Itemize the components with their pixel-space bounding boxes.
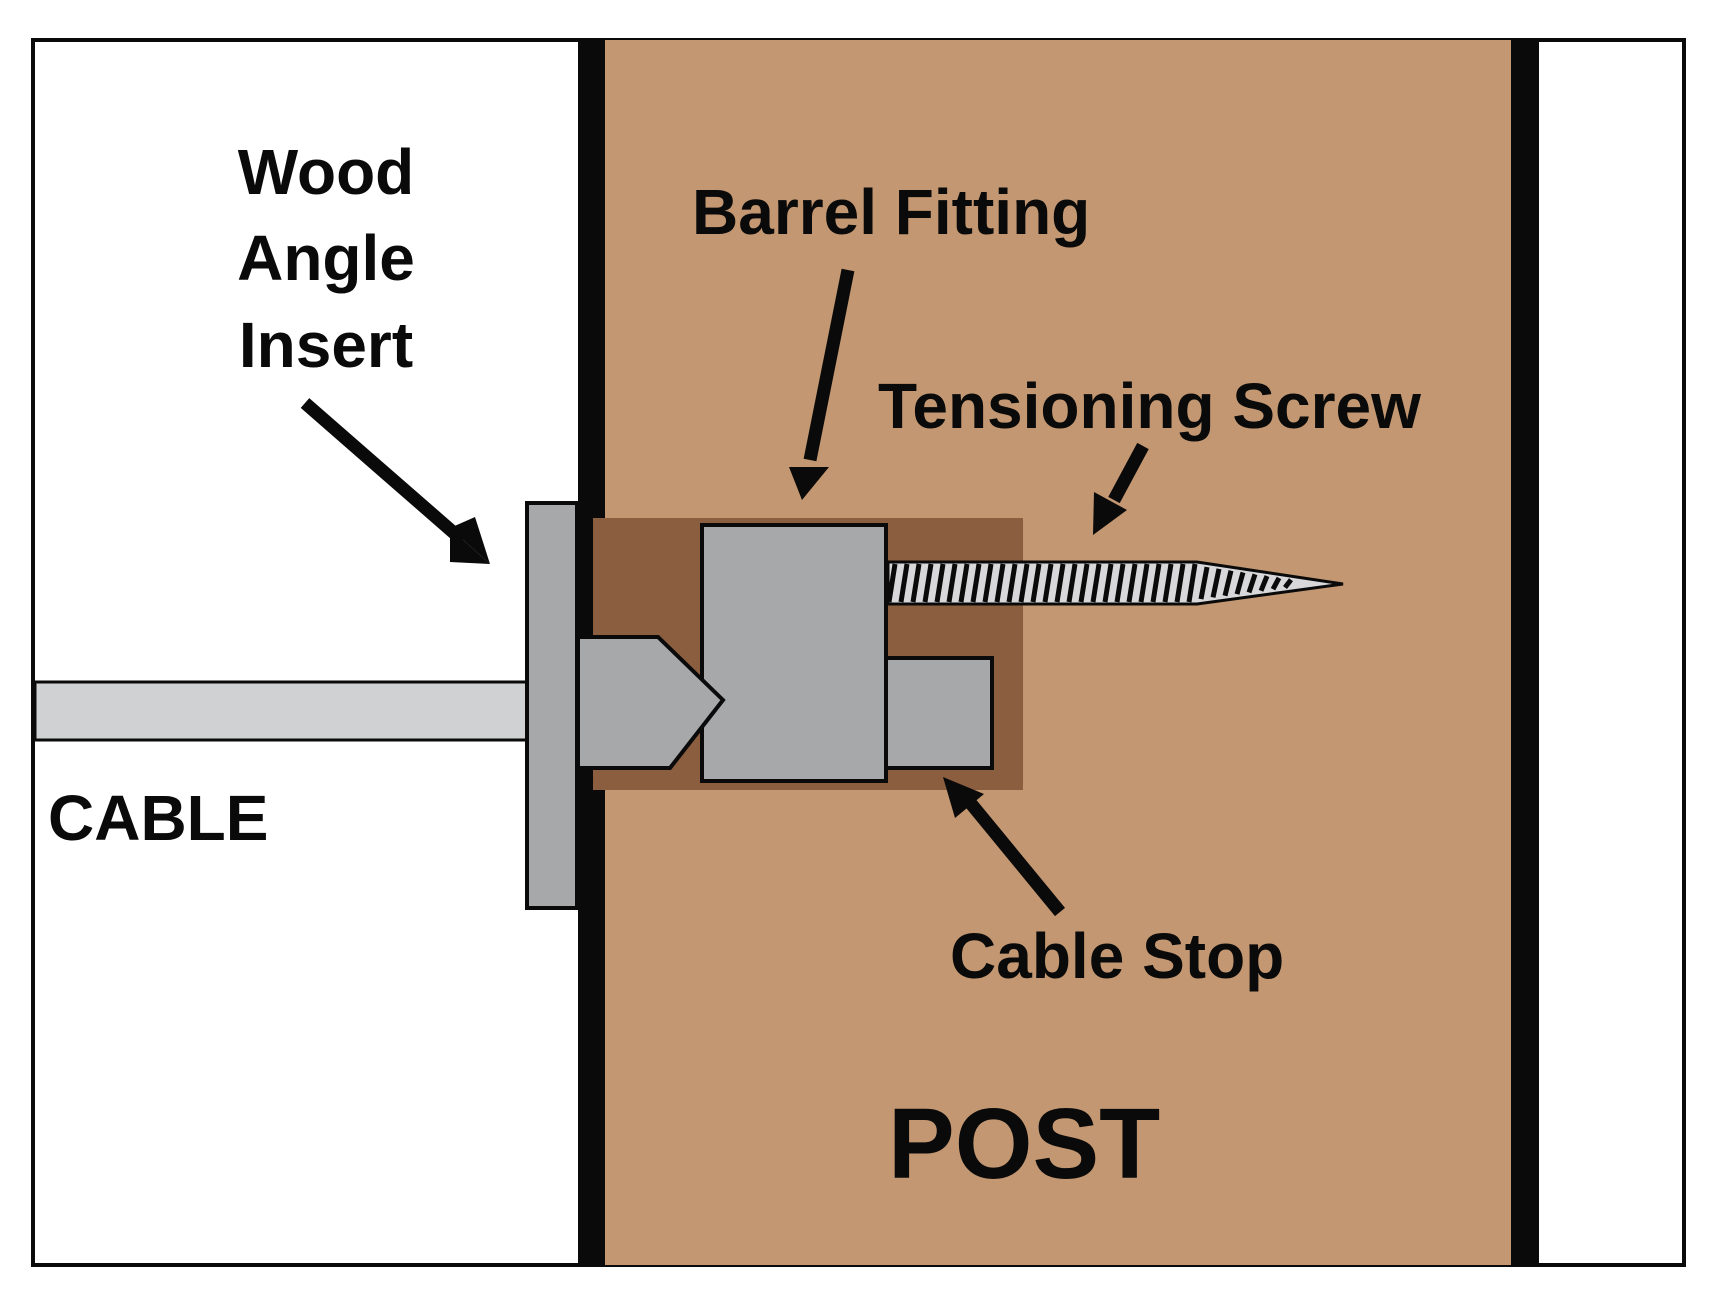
screw-thread (1283, 578, 1293, 590)
label-tensioning-screw: Tensioning Screw (878, 370, 1421, 442)
screw-thread (946, 563, 958, 603)
screw-thread (1126, 563, 1138, 603)
cable (33, 680, 532, 742)
screw-thread (1246, 573, 1258, 594)
arrow-barrel-fitting (789, 268, 855, 500)
screw-thread (994, 563, 1006, 603)
label-barrel-fitting: Barrel Fitting (692, 176, 1090, 248)
screw-thread (1078, 563, 1090, 603)
screw-thread (1270, 576, 1282, 591)
screw-thread (970, 563, 982, 603)
label-cable-stop: Cable Stop (950, 920, 1284, 992)
screw-thread (1258, 575, 1270, 592)
screw-thread (1114, 563, 1126, 603)
label-cable: CABLE (48, 782, 268, 854)
cable-stop (884, 656, 994, 770)
screw-thread (1222, 570, 1234, 597)
screw-thread (1030, 563, 1042, 603)
screw-thread (1186, 563, 1198, 603)
label-wood-angle-insert-line2: Angle (237, 222, 415, 294)
screw-thread (1018, 563, 1030, 603)
tensioning-screw (886, 560, 1344, 606)
screw-thread (982, 563, 994, 603)
screw-thread (1138, 563, 1150, 603)
screw-thread (886, 563, 898, 603)
screw-thread (958, 563, 970, 603)
screw-thread (1090, 563, 1102, 603)
label-wood-angle-insert-line1: Wood (238, 136, 415, 208)
screw-thread (934, 563, 946, 603)
screw-thread (1042, 563, 1054, 603)
screw-thread (898, 563, 910, 603)
screw-thread (1066, 563, 1078, 603)
barrel-fitting-nose (576, 635, 726, 770)
post-right-edge (1511, 40, 1539, 1265)
screw-thread (1006, 563, 1018, 603)
screw-thread (922, 563, 934, 603)
screw-thread (1210, 568, 1222, 598)
label-post: POST (888, 1088, 1160, 1200)
wood-angle-insert-plate (525, 501, 579, 910)
screw-thread (1054, 563, 1066, 603)
label-wood-angle-insert-line3: Insert (239, 309, 413, 381)
screw-thread (1162, 563, 1174, 603)
screw-thread (1150, 563, 1162, 603)
arrow-tensioning-screw (1093, 442, 1149, 535)
arrow-wood-angle-insert (300, 398, 490, 564)
screw-thread (1198, 566, 1210, 600)
screw-thread (1102, 563, 1114, 603)
arrow-cable-stop (943, 777, 1066, 917)
screw-thread (910, 563, 922, 603)
screw-thread (1234, 571, 1246, 595)
barrel-fitting-body (700, 523, 888, 783)
screw-thread (1174, 563, 1186, 603)
